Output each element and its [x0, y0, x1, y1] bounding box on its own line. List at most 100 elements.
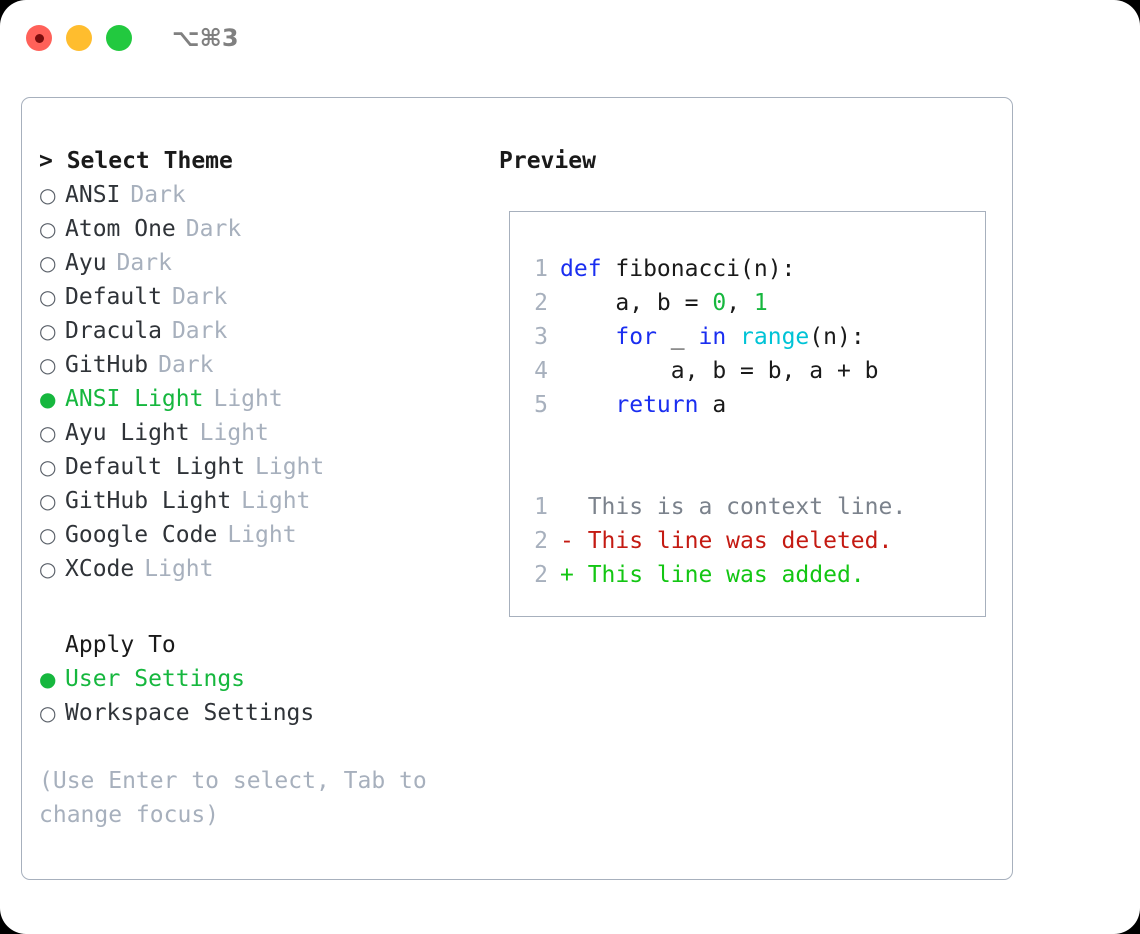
theme-variant-badge: Light	[241, 488, 311, 514]
theme-option-label: Ayu Light	[65, 420, 190, 446]
apply-to-option-label: User Settings	[65, 666, 246, 692]
theme-option-label: Atom One	[65, 216, 176, 242]
theme-option[interactable]: ○ Ayu Dark	[39, 246, 499, 280]
code-line-number: 1	[534, 256, 548, 282]
apply-to-header: Apply To	[65, 632, 176, 658]
theme-variant-badge: Dark	[171, 318, 228, 344]
theme-option[interactable]: ○ Atom One Dark	[39, 212, 499, 246]
diff-line: 2+ This line was added.	[526, 558, 985, 592]
theme-variant-badge: Light	[255, 454, 325, 480]
diff-line: 1 This is a context line.	[526, 490, 985, 524]
theme-option-label: Ayu	[65, 250, 107, 276]
theme-variant-badge: Dark	[130, 182, 186, 208]
code-token: return	[615, 392, 699, 418]
code-line-number: 4	[534, 358, 548, 384]
radio-unselected-icon: ○	[39, 421, 57, 445]
theme-variant-badge: Dark	[116, 250, 172, 276]
code-line: 3 for _ in range(n):	[526, 320, 985, 354]
code-line: 2 a, b = 0, 1	[526, 286, 985, 320]
code-token: _	[656, 324, 699, 350]
theme-option-label: Default	[65, 284, 162, 310]
radio-unselected-icon: ○	[39, 353, 57, 377]
radio-selected-icon: ●	[39, 387, 57, 411]
preview-header: Preview	[499, 148, 596, 174]
apply-to-option[interactable]: ● User Settings	[39, 662, 499, 696]
theme-option-label: Default Light	[65, 454, 246, 480]
code-token: a, b = b, a + b	[560, 358, 879, 384]
apply-to-option-label: Workspace Settings	[65, 700, 315, 726]
radio-unselected-icon: ○	[39, 455, 57, 479]
close-button-icon[interactable]	[26, 25, 52, 51]
code-line-text: return a	[560, 388, 726, 422]
maximize-button-icon[interactable]	[106, 25, 132, 51]
titlebar: ⌥⌘3	[0, 0, 1140, 76]
code-token: 1	[753, 290, 768, 316]
diff-sample: 1 This is a context line. 2 - This line wa…	[526, 490, 985, 592]
code-token: a, b =	[560, 290, 713, 316]
radio-unselected-icon: ○	[39, 251, 57, 275]
radio-unselected-icon: ○	[39, 523, 57, 547]
radio-unselected-icon: ○	[39, 319, 57, 343]
theme-option-label: XCode	[65, 556, 135, 582]
radio-unselected-icon: ○	[39, 183, 57, 207]
radio-unselected-icon: ○	[39, 557, 57, 581]
code-line: 5 return a	[526, 388, 985, 422]
theme-option[interactable]: ○ ANSI Dark	[39, 178, 499, 212]
keyboard-hint-text: (Use Enter to select, Tab to change focu…	[39, 768, 427, 828]
code-token: 0	[712, 290, 727, 316]
diff-line-number: 1	[534, 494, 548, 520]
theme-variant-badge: Dark	[171, 284, 228, 310]
radio-unselected-icon: ○	[39, 217, 57, 241]
select-theme-header: > Select Theme	[39, 148, 233, 174]
theme-option-label: Dracula	[65, 318, 162, 344]
diff-line-number: 2	[534, 562, 548, 588]
code-token: def	[560, 256, 616, 282]
apply-to-list: ● User Settings ○ Workspace Settings	[39, 662, 499, 730]
theme-option[interactable]: ○ GitHub Dark	[39, 348, 499, 382]
code-token: a	[698, 392, 727, 418]
traffic-lights	[26, 25, 132, 51]
theme-variant-badge: Light	[213, 386, 283, 412]
theme-variant-badge: Dark	[158, 352, 214, 378]
code-line-text: a, b = 0, 1	[560, 286, 768, 320]
radio-selected-icon: ●	[39, 667, 57, 691]
theme-option-label: GitHub	[65, 352, 149, 378]
code-line-number: 3	[534, 324, 548, 350]
code-token: in	[698, 324, 727, 350]
code-line-text: def fibonacci(n):	[560, 252, 795, 286]
minimize-button-icon[interactable]	[66, 25, 92, 51]
code-line-number: 2	[534, 290, 548, 316]
code-line: 1 def fibonacci(n):	[526, 252, 985, 286]
theme-option-label: ANSI	[65, 182, 121, 208]
code-token: ,	[726, 290, 754, 316]
radio-unselected-icon: ○	[39, 701, 57, 725]
apply-to-option[interactable]: ○ Workspace Settings	[39, 696, 499, 730]
theme-option[interactable]: ○ Dracula Dark	[39, 314, 499, 348]
diff-line-text: - This line was deleted.	[560, 528, 893, 554]
theme-option[interactable]: ○ Default Light Light	[39, 450, 499, 484]
code-line-text: a, b = b, a + b	[560, 354, 879, 388]
code-token	[560, 324, 615, 350]
diff-line-text: This is a context line.	[560, 494, 907, 520]
keyboard-shortcut-label: ⌥⌘3	[172, 24, 239, 52]
diff-line: 2 - This line was deleted.	[526, 524, 985, 558]
code-line-text: for _ in range(n):	[560, 320, 864, 354]
theme-variant-badge: Dark	[185, 216, 242, 242]
code-token	[726, 324, 740, 350]
theme-option-label: Google Code	[65, 522, 218, 548]
code-line: 4 a, b = b, a + b	[526, 354, 985, 388]
diff-line-number: 2	[534, 528, 548, 554]
code-token	[560, 392, 615, 418]
